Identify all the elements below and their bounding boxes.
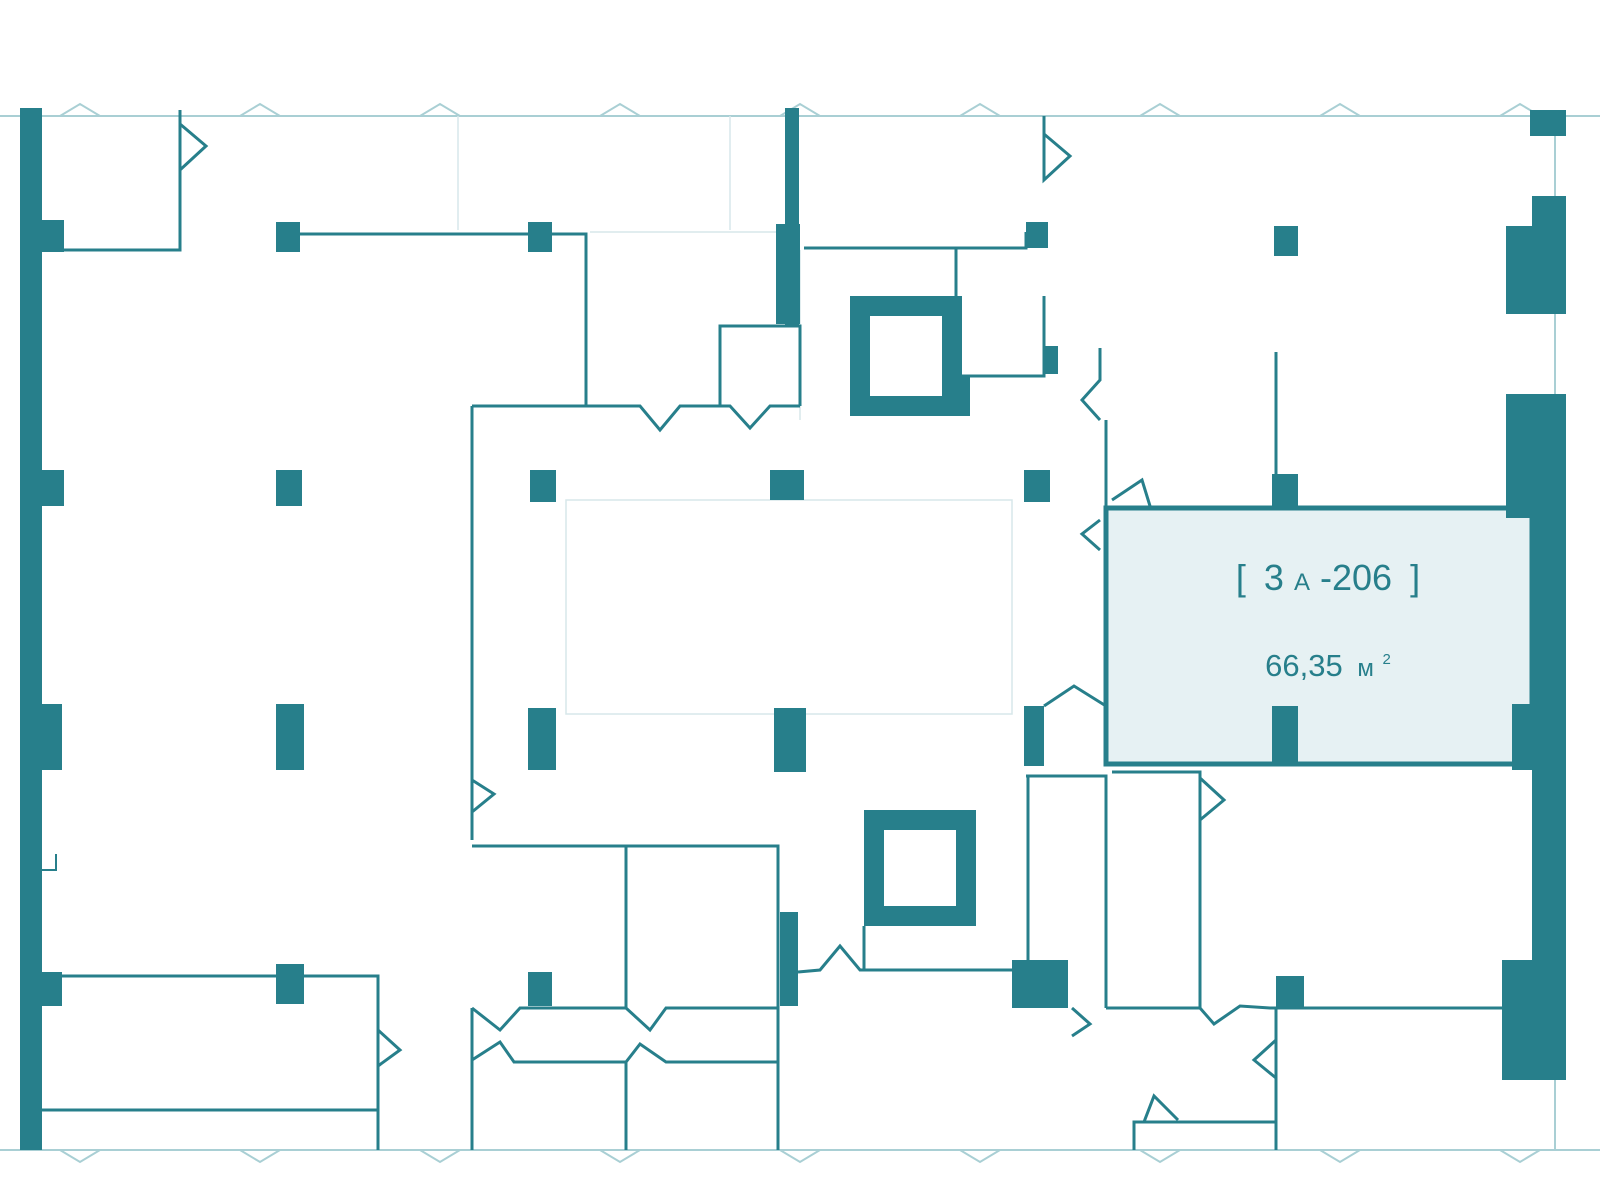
apartment-3a-206[interactable]: [ 3 A -206 ] 66,35 м 2: [1103, 505, 1535, 767]
apartment-highlight[interactable]: [1103, 505, 1535, 767]
service-cores: [850, 296, 976, 926]
apartment-code: [ 3 A -206 ]: [1236, 557, 1420, 598]
apartment-area: 66,35 м 2: [1265, 648, 1391, 683]
columns: [42, 220, 1304, 1008]
partitions: [42, 110, 1506, 1150]
exterior-walls: [20, 108, 1566, 1150]
